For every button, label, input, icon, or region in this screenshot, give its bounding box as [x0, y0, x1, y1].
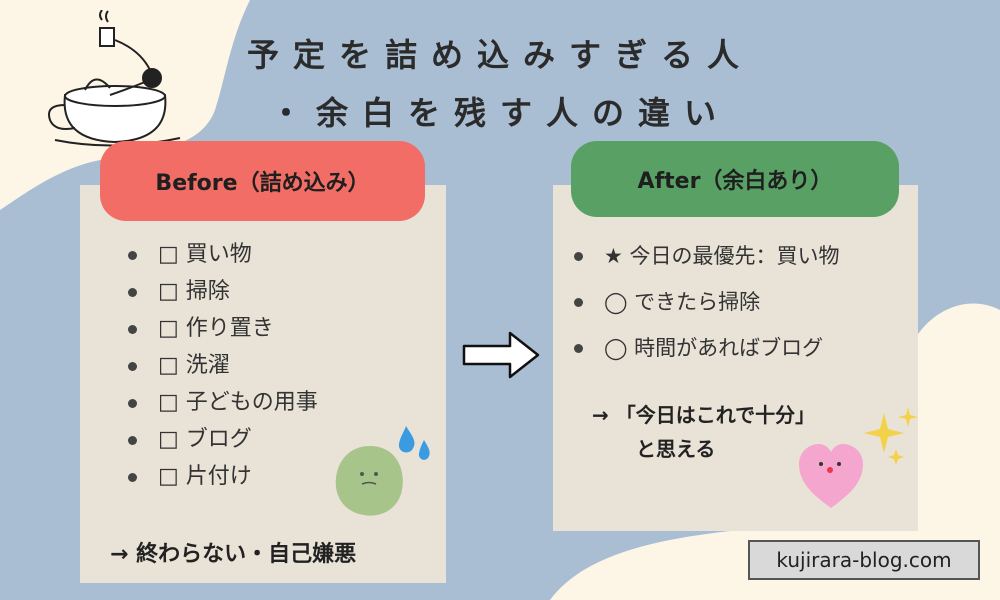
list-item: □ 作り置き — [128, 310, 318, 347]
list-item: □ ブログ — [128, 421, 318, 458]
before-result: → 終わらない・自己嫌悪 — [110, 542, 357, 567]
list-item: □ 買い物 — [128, 236, 318, 273]
before-task-list: □ 買い物 □ 掃除 □ 作り置き □ 洗濯 □ 子どもの用事 □ ブログ □ … — [128, 236, 318, 495]
after-task-list: ★ 今日の最優先：買い物 ◯ できたら掃除 ◯ 時間があればブログ — [574, 233, 840, 371]
after-result-line-2: と思える — [636, 437, 716, 461]
after-header: After（余白あり） — [571, 141, 899, 217]
title-line-2: ・余白を残す人の違い — [269, 94, 730, 132]
arrow-right-icon — [462, 331, 540, 379]
before-header: Before（詰め込み） — [100, 141, 425, 221]
list-item: □ 掃除 — [128, 273, 318, 310]
list-item: ◯ できたら掃除 — [574, 279, 840, 325]
list-item: □ 子どもの用事 — [128, 384, 318, 421]
coffee-cup-woman-illustration — [48, 10, 181, 147]
sweat-drops-icon — [398, 426, 430, 460]
after-result: → 「今日はこれで十分」 と思える — [592, 398, 815, 466]
after-result-line-1: → 「今日はこれで十分」 — [592, 403, 816, 427]
sweating-blob-icon — [335, 446, 403, 516]
list-item: ◯ 時間があればブログ — [574, 325, 840, 371]
list-item: □ 洗濯 — [128, 347, 318, 384]
list-item: ★ 今日の最優先：買い物 — [574, 233, 840, 279]
site-domain-label: kujirara-blog.com — [748, 540, 980, 580]
before-card — [80, 185, 446, 583]
title-line-1: 予定を詰め込みすぎる人 — [246, 36, 753, 74]
pink-heart-icon — [799, 444, 863, 508]
list-item: □ 片付け — [128, 458, 318, 495]
sparkle-icon — [864, 407, 918, 465]
